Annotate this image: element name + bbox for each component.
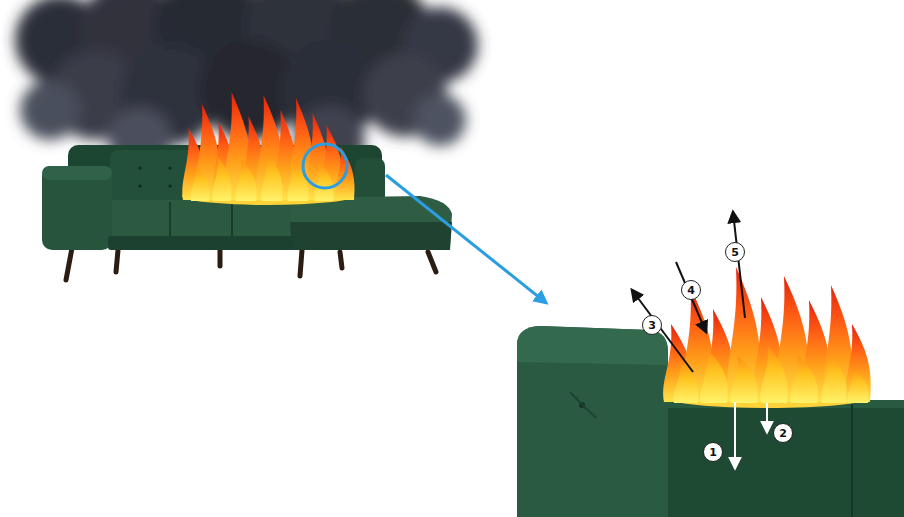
tuft-button [168, 166, 171, 169]
flame [700, 349, 728, 403]
flame [673, 361, 699, 403]
sofa-leg [218, 250, 223, 266]
cushion-seam [231, 202, 233, 238]
callout-number: 4 [681, 280, 701, 300]
flame [287, 159, 308, 201]
flame [760, 346, 788, 403]
flow-arrow [676, 262, 706, 332]
callout-number: 2 [773, 423, 793, 443]
flame [212, 156, 231, 201]
sofa-legs [66, 248, 436, 280]
heat-flow-arrows [632, 212, 767, 468]
flow-arrow [632, 290, 693, 372]
sofa-leg [66, 248, 72, 280]
sofa-leg [116, 250, 118, 272]
flame [314, 162, 333, 201]
seat-cushions [108, 200, 294, 240]
sofa-leg [300, 250, 302, 276]
flame [190, 165, 209, 201]
flame [821, 352, 847, 403]
flames [182, 92, 355, 205]
sofa-left-arm [42, 166, 112, 250]
flames-closeup [663, 267, 871, 408]
arm-top [42, 166, 112, 180]
tuft-button [138, 166, 141, 169]
flow-arrow [734, 402, 736, 468]
flame [845, 324, 871, 402]
tuft-button [168, 184, 171, 187]
cushion-seam [169, 202, 171, 238]
smoke-puff [20, 80, 80, 140]
callout-number: 1 [703, 442, 723, 462]
flame [261, 153, 282, 201]
sofa-base [108, 236, 294, 250]
tuft-crease [570, 392, 596, 418]
flame [730, 355, 758, 403]
smoke-puff [414, 94, 466, 146]
zoom-circle [303, 144, 347, 188]
callout-number: 5 [725, 242, 745, 262]
flame [235, 159, 256, 201]
flame [847, 367, 868, 403]
callout-number: 3 [642, 315, 662, 335]
upholstery-seam [851, 404, 853, 517]
sofa-leg [428, 252, 436, 272]
tuft-button [138, 184, 141, 187]
zoom-arrow [386, 175, 545, 302]
sofa-arm-closeup [517, 326, 668, 517]
flame [790, 355, 818, 403]
sofa-back-closeup [640, 400, 904, 517]
flow-arrow [733, 212, 745, 318]
chaise-front [290, 222, 452, 250]
flame [727, 267, 761, 402]
flow-arrow [766, 403, 768, 432]
sofa-leg [340, 252, 342, 268]
